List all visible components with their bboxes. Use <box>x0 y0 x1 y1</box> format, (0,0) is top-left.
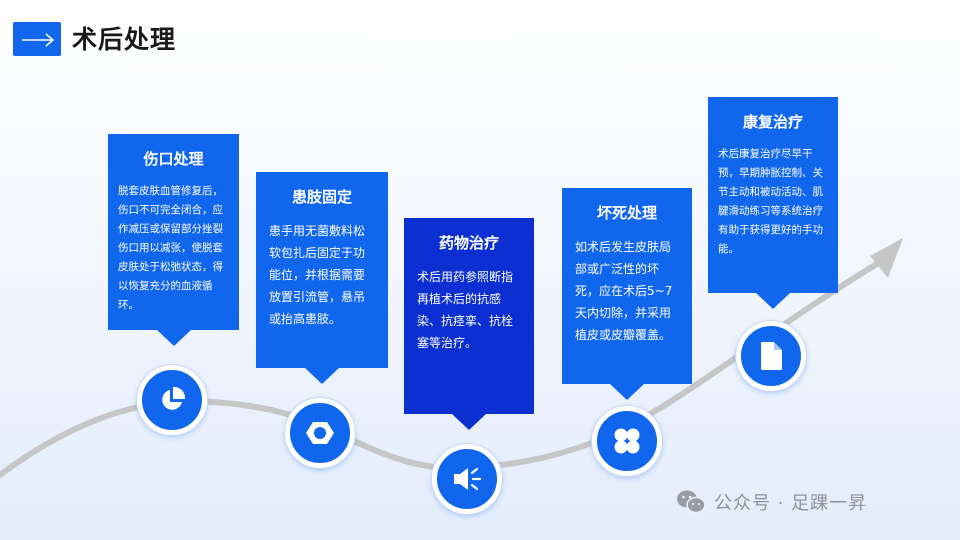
megaphone-icon <box>454 467 482 491</box>
page-title: 术后处理 <box>72 25 177 54</box>
step-title: 康复治疗 <box>742 113 803 131</box>
step-node-wound <box>137 365 207 435</box>
step-node-necrosis <box>592 406 662 476</box>
grid-four-icon <box>614 428 640 454</box>
hex-nut-icon <box>306 422 334 444</box>
step-node-fixation <box>285 398 355 468</box>
step-body: 脱套皮肤血管修复后，伤口不可完全闭合，应作减压或保留部分挫裂伤口用以减张，使脱套… <box>118 185 223 311</box>
step-title: 伤口处理 <box>143 150 204 168</box>
step-body: 患手用无菌敷料松软包扎后固定于功能位，并根据需要放置引流管，悬吊或抬高患肢。 <box>269 224 366 326</box>
step-body: 如术后发生皮肤局部或广泛性的坏死，应在术后5~7天内切除，并采用植皮或皮瓣覆盖。 <box>575 240 673 342</box>
step-title: 药物治疗 <box>438 234 499 252</box>
timeline-arrowhead <box>870 238 903 278</box>
document-icon <box>761 342 782 370</box>
step-body: 术后用药参照断指再植术后的抗感染、抗痉挛、抗栓塞等治疗。 <box>417 270 514 350</box>
step-card-rehab: 康复治疗 术后康复治疗尽早干预，早期肿胀控制、关节主动和被动活动、肌腱滑动练习等… <box>708 97 838 309</box>
step-card-medication: 药物治疗 术后用药参照断指再植术后的抗感染、抗痉挛、抗栓塞等治疗。 <box>404 218 534 430</box>
step-title: 患肢固定 <box>291 188 352 206</box>
watermark: 公众号 · 足踝一昇 <box>676 488 867 516</box>
step-title: 坏死处理 <box>596 204 657 222</box>
step-node-rehab <box>736 321 806 391</box>
wechat-icon <box>677 490 706 514</box>
step-card-wound: 伤口处理 脱套皮肤血管修复后，伤口不可完全闭合，应作减压或保留部分挫裂伤口用以减… <box>108 134 239 346</box>
header-badge <box>13 22 61 56</box>
pie-chart-icon <box>162 386 186 410</box>
step-body: 术后康复治疗尽早干预，早期肿胀控制、关节主动和被动活动、肌腱滑动练习等系统治疗有… <box>718 148 823 255</box>
step-card-fixation: 患肢固定 患手用无菌敷料松软包扎后固定于功能位，并根据需要放置引流管，悬吊或抬高… <box>256 172 388 384</box>
watermark-text: 公众号 · 足踝一昇 <box>714 493 868 514</box>
arrow-right-icon <box>22 33 55 47</box>
step-node-medication <box>432 444 502 514</box>
step-card-necrosis: 坏死处理 如术后发生皮肤局部或广泛性的坏死，应在术后5~7天内切除，并采用植皮或… <box>562 188 692 400</box>
